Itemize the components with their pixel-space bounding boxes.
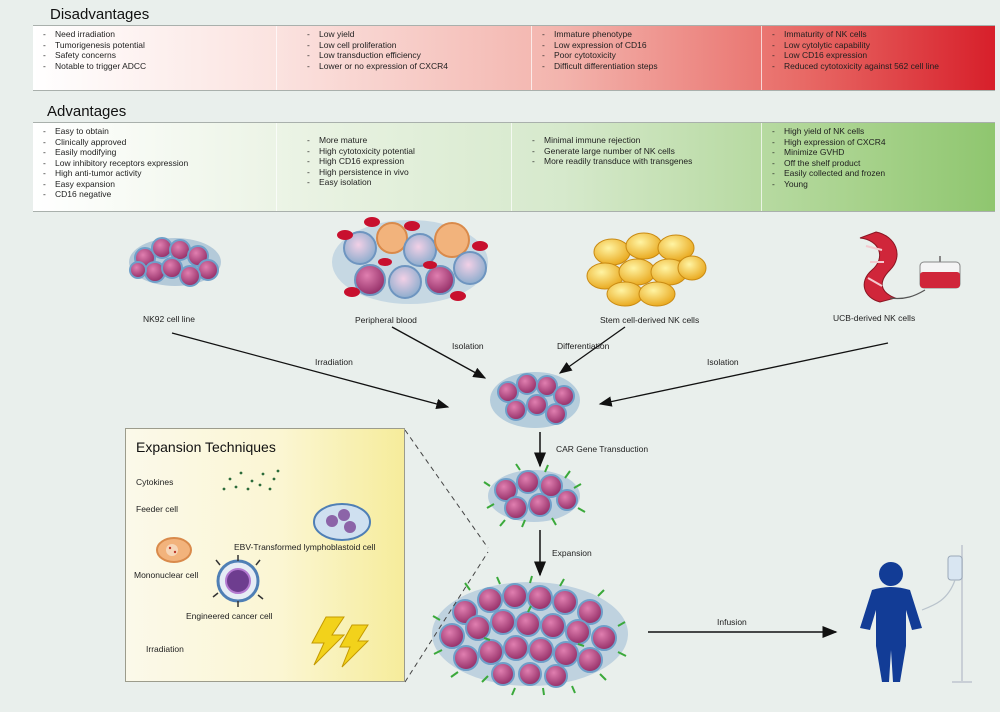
list-item: High cytotoxicity potential <box>307 146 505 157</box>
engineered-cancer-cell-icon <box>212 555 264 607</box>
list-item: Immaturity of NK cells <box>772 29 989 40</box>
list-item: Easy expansion <box>43 179 270 190</box>
feeder-cell-label: Feeder cell <box>136 504 179 514</box>
list-item: Reduced cytotoxicity against 562 cell li… <box>772 61 989 72</box>
advantages-col: More matureHigh cytotoxicity potentialHi… <box>276 123 511 211</box>
list-item: Tumorigenesis potential <box>43 40 270 51</box>
peripheral-blood-cluster <box>332 217 488 304</box>
lightning-icon <box>311 616 370 668</box>
disadvantages-col: Immature phenotypeLow expression of CD16… <box>531 26 761 90</box>
advantages-col: High yield of NK cellsHigh expression of… <box>761 123 995 211</box>
list-item: High persistence in vivo <box>307 167 505 178</box>
list-item: Low cytolytic capability <box>772 40 989 51</box>
engineered-cancer-label: Engineered cancer cell <box>186 611 273 621</box>
nk-cell-cluster <box>490 372 580 428</box>
disadvantages-col: Immaturity of NK cellsLow cytolytic capa… <box>761 26 995 90</box>
list-item: Off the shelf product <box>772 158 989 169</box>
isolation-label-right: Isolation <box>707 357 739 367</box>
advantages-col: Minimal immune rejectionGenerate large n… <box>511 123 761 211</box>
list-item: Minimal immune rejection <box>532 135 755 146</box>
list-item: Poor cytotoxicity <box>542 50 755 61</box>
list-item: Easy isolation <box>307 177 505 188</box>
list-item: Easy to obtain <box>43 126 270 137</box>
list-item: Easily collected and frozen <box>772 168 989 179</box>
isolation-label-left: Isolation <box>452 341 484 351</box>
list-item: High yield of NK cells <box>772 126 989 137</box>
nk92-cell-cluster <box>129 237 221 287</box>
list-item: Low inhibitory receptors expression <box>43 158 270 169</box>
list-item: Lower or no expression of CXCR4 <box>307 61 525 72</box>
cytokines-icon <box>222 469 280 491</box>
expansion-label: Expansion <box>552 548 592 558</box>
advantages-table: Easy to obtainClinically approvedEasily … <box>33 122 995 212</box>
list-item: Immature phenotype <box>542 29 755 40</box>
patient-silhouette-icon <box>860 562 922 682</box>
ebv-label: EBV-Transformed lymphoblastoid cell <box>234 542 376 552</box>
list-item: Low cell proliferation <box>307 40 525 51</box>
list-item: Generate large number of NK cells <box>532 146 755 157</box>
expansion-techniques-panel: Expansion Techniques Cytokines Feeder ce… <box>125 428 405 682</box>
expansion-icons <box>156 469 371 668</box>
disadvantages-title: Disadvantages <box>50 6 150 23</box>
expansion-techniques-title: Expansion Techniques <box>136 439 276 455</box>
list-item: Difficult differentiation steps <box>542 61 755 72</box>
list-item: Safety concerns <box>43 50 270 61</box>
list-item: Low transduction efficiency <box>307 50 525 61</box>
advantages-title: Advantages <box>47 103 127 120</box>
irradiation-label: Irradiation <box>315 357 353 367</box>
disadvantages-table: Need irradiationTumorigenesis potentialS… <box>33 25 995 91</box>
list-item: Low expression of CD16 <box>542 40 755 51</box>
expanded-car-nk-cluster <box>432 575 628 696</box>
list-item: High anti-tumor activity <box>43 168 270 179</box>
umbilical-cord-icon <box>859 231 926 303</box>
nk92-label: NK92 cell line <box>143 314 195 324</box>
mononuclear-label: Mononuclear cell <box>134 570 199 580</box>
list-item: Need irradiation <box>43 29 270 40</box>
cytokines-label: Cytokines <box>136 477 174 487</box>
list-item: Minimize GVHD <box>772 147 989 158</box>
advantages-col: Easy to obtainClinically approvedEasily … <box>33 123 276 211</box>
list-item: Notable to trigger ADCC <box>43 61 270 72</box>
disadvantages-col: Low yieldLow cell proliferationLow trans… <box>276 26 531 90</box>
car-transduction-label: CAR Gene Transduction <box>556 444 649 454</box>
stem-cell-label: Stem cell-derived NK cells <box>600 315 700 325</box>
stem-cell-cluster <box>586 232 707 307</box>
list-item: Young <box>772 179 989 190</box>
car-nk-cluster <box>483 463 586 528</box>
blood-bag-icon <box>919 256 961 289</box>
list-item: Low CD16 expression <box>772 50 989 61</box>
list-item: Easily modifying <box>43 147 270 158</box>
irradiation-technique-label: Irradiation <box>146 644 184 654</box>
list-item: High expression of CXCR4 <box>772 137 989 148</box>
list-item: High CD16 expression <box>307 156 505 167</box>
ebv-cell-icon <box>313 503 371 541</box>
iv-drip-icon <box>921 545 972 683</box>
peripheral-blood-label: Peripheral blood <box>355 315 417 325</box>
list-item: CD16 negative <box>43 189 270 200</box>
mononuclear-cell-icon <box>156 537 192 563</box>
list-item: Clinically approved <box>43 137 270 148</box>
ucb-label: UCB-derived NK cells <box>833 313 916 323</box>
infusion-label: Infusion <box>717 617 747 627</box>
list-item: More mature <box>307 135 505 146</box>
list-item: Low yield <box>307 29 525 40</box>
disadvantages-col: Need irradiationTumorigenesis potentialS… <box>33 26 276 90</box>
differentiation-label: Differentiation <box>557 341 610 351</box>
list-item: More readily transduce with transgenes <box>532 156 755 167</box>
